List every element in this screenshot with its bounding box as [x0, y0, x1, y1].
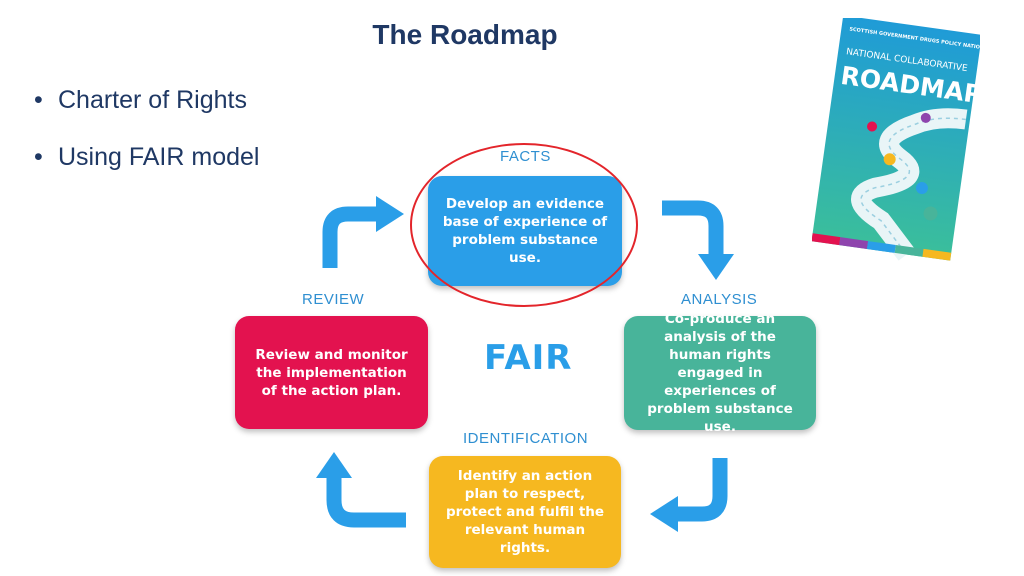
- identification-box: Identify an action plan to respect, prot…: [429, 456, 621, 568]
- bullet-list: • Charter of Rights • Using FAIR model: [34, 86, 259, 200]
- analysis-label: ANALYSIS: [681, 291, 758, 308]
- bullet-icon: •: [34, 143, 43, 171]
- analysis-box: Co-produce an analysis of the human righ…: [624, 311, 816, 435]
- analysis-text: Co-produce an analysis of the human righ…: [647, 311, 793, 435]
- bullet-text: Charter of Rights: [58, 86, 247, 114]
- map-pin-icon: [920, 112, 931, 123]
- map-pin-icon: [867, 121, 878, 132]
- bullet-item: • Charter of Rights: [34, 86, 259, 114]
- arrow-right-down-icon: [662, 200, 734, 280]
- map-pin-icon: [883, 153, 896, 166]
- bullet-item: • Using FAIR model: [34, 143, 259, 171]
- slide-title: The Roadmap: [372, 19, 558, 50]
- review-box: Review and monitor the implementation of…: [235, 316, 428, 429]
- bullet-text: Using FAIR model: [58, 143, 260, 171]
- roadmap-cover-image: SCOTTISH GOVERNMENT DRUGS POLICY NATIONA…: [812, 18, 980, 261]
- bullet-icon: •: [34, 86, 43, 114]
- fair-center-label: FAIR: [484, 338, 573, 378]
- arrow-up-right-icon: [322, 196, 404, 268]
- review-text: Review and monitor the implementation of…: [255, 346, 408, 399]
- map-pin-icon: [915, 182, 928, 195]
- identification-label: IDENTIFICATION: [463, 430, 589, 447]
- map-pin-icon: [923, 206, 938, 221]
- identification-text: Identify an action plan to respect, prot…: [445, 468, 605, 556]
- arrow-down-left-icon: [650, 458, 728, 532]
- arrow-left-up-icon: [316, 452, 406, 528]
- review-label: REVIEW: [302, 291, 365, 308]
- highlight-circle: [410, 143, 638, 307]
